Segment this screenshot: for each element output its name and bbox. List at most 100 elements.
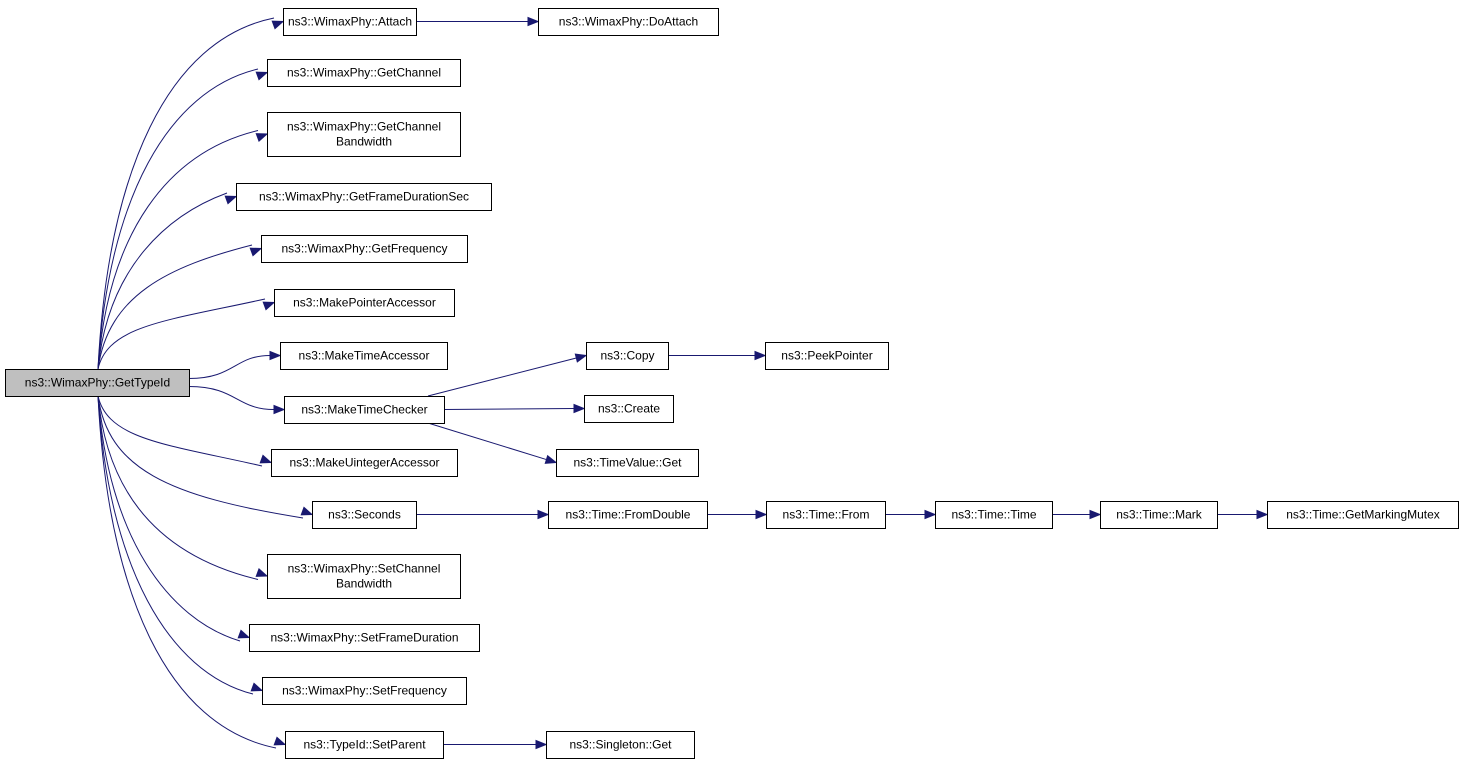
function-node-getframedur[interactable]: ns3::WimaxPhy::GetFrameDurationSec xyxy=(236,183,492,211)
function-node-seconds[interactable]: ns3::Seconds xyxy=(312,501,417,529)
function-node-singletonget[interactable]: ns3::Singleton::Get xyxy=(546,731,695,759)
function-node-label: ns3::Copy xyxy=(600,349,654,363)
function-node-label: ns3::WimaxPhy::GetChannel xyxy=(287,120,441,134)
function-node-box xyxy=(267,59,461,87)
function-node-label: ns3::WimaxPhy::GetFrequency xyxy=(281,242,447,256)
call-edge-root-mkuintacc xyxy=(97,395,273,467)
function-node-mktimeacc[interactable]: ns3::MakeTimeAccessor xyxy=(280,342,448,370)
function-node-box xyxy=(5,369,190,397)
call-edge-root-seconds xyxy=(97,395,314,519)
function-node-box xyxy=(262,677,467,705)
call-edge-mktimechk-timevalget xyxy=(427,422,558,464)
function-node-mark[interactable]: ns3::Time::Mark xyxy=(1100,501,1218,529)
edge-arrowhead xyxy=(237,629,251,639)
edge-arrowhead xyxy=(259,454,273,464)
edge-line xyxy=(97,17,275,370)
edge-arrowhead xyxy=(273,404,286,415)
function-node-box xyxy=(267,554,461,599)
function-node-mktimechk[interactable]: ns3::MakeTimeChecker xyxy=(284,396,445,424)
edge-arrowhead xyxy=(224,195,238,205)
function-node-label: ns3::MakeUintegerAccessor xyxy=(289,456,439,470)
call-edge-root-mktimechk xyxy=(188,386,286,415)
edge-arrowhead xyxy=(271,20,285,30)
function-node-create[interactable]: ns3::Create xyxy=(584,395,674,423)
function-node-box xyxy=(556,449,699,477)
function-node-setframedur[interactable]: ns3::WimaxPhy::SetFrameDuration xyxy=(249,624,480,652)
function-node-box xyxy=(280,342,448,370)
function-node-label: ns3::MakeTimeChecker xyxy=(301,403,427,417)
function-node-box xyxy=(584,395,674,423)
function-node-box xyxy=(312,501,417,529)
function-node-label: ns3::Seconds xyxy=(328,508,401,522)
function-node-attach[interactable]: ns3::WimaxPhy::Attach xyxy=(283,8,417,36)
call-edge-setparent-singletonget xyxy=(443,739,548,750)
edge-arrowhead xyxy=(924,509,937,520)
function-node-setfreq[interactable]: ns3::WimaxPhy::SetFrequency xyxy=(262,677,467,705)
edge-line xyxy=(97,298,266,370)
call-edge-root-setchannelbw xyxy=(97,395,269,580)
call-edge-root-mkptracc xyxy=(97,298,276,370)
function-node-label: ns3::MakeTimeAccessor xyxy=(299,349,430,363)
edge-line xyxy=(97,130,259,370)
function-node-box xyxy=(586,342,669,370)
function-node-box xyxy=(766,501,886,529)
function-node-label: ns3::TypeId::SetParent xyxy=(303,738,426,752)
function-node-getchannel[interactable]: ns3::WimaxPhy::GetChannel xyxy=(267,59,461,87)
edge-arrowhead xyxy=(535,739,548,750)
call-edge-attach-doattach xyxy=(416,16,540,27)
edge-line xyxy=(427,357,577,397)
edge-line xyxy=(427,422,547,461)
function-node-doattach[interactable]: ns3::WimaxPhy::DoAttach xyxy=(538,8,719,36)
function-node-box xyxy=(271,449,458,477)
edge-arrowhead xyxy=(255,71,269,81)
call-edge-root-attach xyxy=(97,17,285,370)
function-node-root[interactable]: ns3::WimaxPhy::GetTypeId xyxy=(5,369,190,397)
function-node-getmarkingmutex[interactable]: ns3::Time::GetMarkingMutex xyxy=(1267,501,1459,529)
function-node-label: Bandwidth xyxy=(336,577,392,591)
function-node-label: ns3::TimeValue::Get xyxy=(573,456,682,470)
function-node-box xyxy=(249,624,480,652)
function-node-peekptr[interactable]: ns3::PeekPointer xyxy=(765,342,889,370)
function-node-mkptracc[interactable]: ns3::MakePointerAccessor xyxy=(274,289,455,317)
edge-line xyxy=(97,395,259,580)
function-node-setparent[interactable]: ns3::TypeId::SetParent xyxy=(285,731,444,759)
function-node-label: ns3::Time::FromDouble xyxy=(566,508,691,522)
call-edge-mktimechk-create xyxy=(443,403,586,414)
function-node-timevalget[interactable]: ns3::TimeValue::Get xyxy=(556,449,699,477)
edge-arrowhead xyxy=(249,247,263,257)
function-node-getfreq[interactable]: ns3::WimaxPhy::GetFrequency xyxy=(261,235,468,263)
call-edge-root-getframedur xyxy=(97,192,238,370)
edge-arrowhead xyxy=(250,682,264,692)
function-node-box xyxy=(765,342,889,370)
call-edges xyxy=(97,16,1269,750)
edge-line xyxy=(97,395,277,749)
function-node-timetime[interactable]: ns3::Time::Time xyxy=(935,501,1053,529)
function-node-copy[interactable]: ns3::Copy xyxy=(586,342,669,370)
function-node-fromdouble[interactable]: ns3::Time::FromDouble xyxy=(548,501,708,529)
function-node-label: Bandwidth xyxy=(336,135,392,149)
function-node-mkuintacc[interactable]: ns3::MakeUintegerAccessor xyxy=(271,449,458,477)
function-node-box xyxy=(285,731,444,759)
edge-arrowhead xyxy=(300,506,314,516)
edge-line xyxy=(97,68,259,370)
edge-line xyxy=(443,408,575,410)
edge-arrowhead xyxy=(269,350,282,361)
call-edge-timetime-mark xyxy=(1052,509,1102,520)
edge-arrowhead xyxy=(537,509,550,520)
function-node-box xyxy=(538,8,719,36)
edge-line xyxy=(188,386,275,410)
function-node-box xyxy=(284,396,445,424)
call-edge-root-setfreq xyxy=(97,395,264,695)
function-node-box xyxy=(1267,501,1459,529)
edge-arrowhead xyxy=(273,736,287,746)
edge-arrowhead xyxy=(573,403,586,414)
function-node-box xyxy=(267,112,461,157)
function-node-from[interactable]: ns3::Time::From xyxy=(766,501,886,529)
edge-arrowhead xyxy=(255,133,269,143)
function-node-label: ns3::Create xyxy=(598,402,660,416)
edge-arrowhead xyxy=(262,301,276,311)
function-node-label: ns3::Singleton::Get xyxy=(569,738,672,752)
